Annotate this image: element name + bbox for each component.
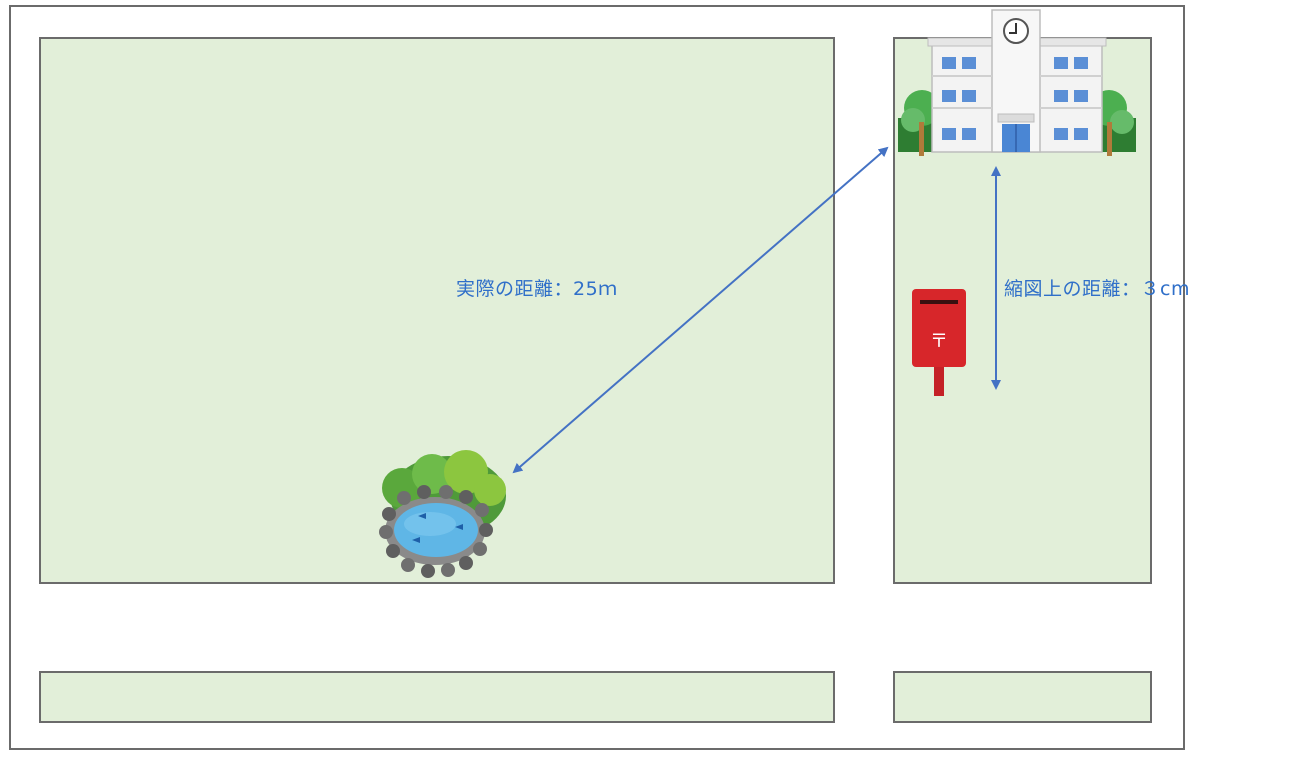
map-distance-label: 縮図上の距離：３cm — [1004, 278, 1190, 300]
actual-distance-arrow — [512, 146, 889, 474]
block-bottom-left — [39, 671, 835, 723]
actual-distance-label: 実際の距離：25ｍ — [456, 278, 618, 300]
school-building-icon — [898, 9, 1136, 156]
postal-mark-icon: 〒 — [930, 331, 948, 352]
block-bottom-right — [893, 671, 1152, 723]
postbox-icon: 〒 — [912, 289, 966, 396]
pond-icon — [379, 450, 506, 578]
